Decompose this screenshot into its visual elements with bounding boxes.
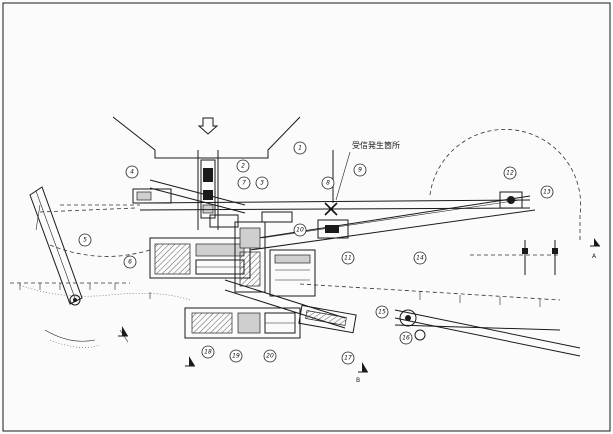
section-mark-b-label: B (356, 377, 360, 384)
callout-circle (125, 165, 139, 179)
callout-label: 16 (402, 335, 410, 342)
callout-label: 20 (266, 353, 274, 360)
callout-circle (540, 185, 554, 199)
callout-label: 15 (378, 309, 386, 316)
section-mark-b: B (356, 362, 368, 384)
callout-14: 14 (413, 251, 427, 265)
callout-circle (293, 223, 307, 237)
callout-circle (78, 233, 92, 247)
main-frame (149, 237, 251, 279)
callout-circle (341, 351, 355, 365)
lower-left-guide (44, 329, 129, 348)
callout-label: 8 (326, 180, 330, 187)
callout-label: 13 (543, 189, 551, 196)
callout-16: 16 (399, 331, 413, 345)
callout-1: 1 (293, 141, 307, 155)
section-mark-a-label: A (592, 253, 597, 260)
callout-20: 20 (263, 349, 277, 363)
callout-label: 18 (204, 349, 212, 356)
callout-circle (237, 176, 251, 190)
callout-label: 17 (344, 355, 352, 362)
ground-line (10, 282, 561, 307)
callout-label: 1 (298, 145, 302, 152)
callout-18: 18 (201, 345, 215, 359)
callout-label: 14 (416, 255, 424, 262)
cross-mark-mechanism (317, 150, 349, 239)
callout-label: 10 (296, 227, 304, 234)
callout-13: 13 (540, 185, 554, 199)
callout-15: 15 (375, 305, 389, 319)
callout-10: 10 (293, 223, 307, 237)
callout-circle (263, 349, 277, 363)
callout-circle (229, 349, 243, 363)
callout-circle (503, 166, 517, 180)
section-mark-bottom-left (185, 356, 195, 367)
callout-9: 9 (353, 163, 367, 177)
callout-circle (353, 163, 367, 177)
callout-2: 2 (236, 159, 250, 173)
hopper (112, 116, 301, 230)
callout-label: 2 (241, 163, 245, 170)
callout-label: 7 (242, 180, 246, 187)
callout-circle (399, 331, 413, 345)
callout-5: 5 (78, 233, 92, 247)
section-mark-a: A (590, 238, 600, 260)
callout-label: 9 (358, 167, 362, 174)
callout-label: 19 (232, 353, 240, 360)
feed-chute (132, 179, 246, 214)
right-drum (429, 128, 582, 240)
callout-label: 11 (344, 255, 352, 262)
upper-conveyor (60, 195, 536, 251)
callout-19: 19 (229, 349, 243, 363)
right-boom (394, 309, 581, 357)
callout-circle (413, 251, 427, 265)
callout-8: 8 (321, 176, 335, 190)
annotation-leader (335, 151, 351, 201)
callout-circle (201, 345, 215, 359)
callout-6: 6 (123, 255, 137, 269)
annotation-top: 受信発生箇所 (352, 140, 400, 150)
callout-4: 4 (125, 165, 139, 179)
callout-circle (255, 176, 269, 190)
tank-boundary-left (19, 207, 191, 301)
lower-box (184, 307, 301, 339)
callout-label: 12 (506, 170, 514, 177)
callout-circle (293, 141, 307, 155)
callout-3: 3 (255, 176, 269, 190)
center-assembly (209, 211, 316, 297)
callout-label: 3 (260, 180, 264, 187)
callout-circle (375, 305, 389, 319)
left-arm (29, 186, 83, 306)
callout-11: 11 (341, 251, 355, 265)
callout-circle (341, 251, 355, 265)
right-detail (470, 240, 560, 275)
callout-label: 6 (128, 259, 132, 266)
callout-7: 7 (237, 176, 251, 190)
callout-circle (236, 159, 250, 173)
lower-conveyor (224, 279, 357, 334)
callout-label: 5 (83, 237, 87, 244)
callout-17: 17 (341, 351, 355, 365)
section-mark-left (118, 326, 128, 337)
callout-circle (123, 255, 137, 269)
down-arrow-icon (197, 117, 219, 135)
callout-label: 4 (130, 169, 134, 176)
callout-12: 12 (503, 166, 517, 180)
callout-circle (321, 176, 335, 190)
